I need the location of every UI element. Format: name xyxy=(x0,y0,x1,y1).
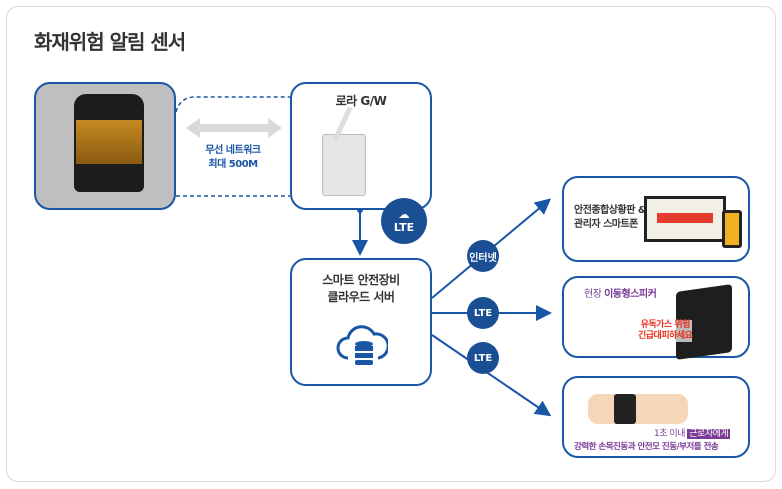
link-badge-internet: 인터넷 xyxy=(467,240,499,272)
wrist-band-image xyxy=(588,394,688,424)
lte-badge: ☁ LTE xyxy=(381,198,427,244)
sensor-photo xyxy=(34,82,176,210)
diagram-frame xyxy=(6,6,776,482)
dashed-link-top xyxy=(175,96,290,113)
link-lte-2 xyxy=(431,334,552,417)
wireless-label: 무선 네트워크 최대 500M xyxy=(205,145,261,170)
gateway-box: 로라 G/W xyxy=(290,82,432,210)
monitor-image xyxy=(644,196,726,242)
output-wearable: 1초 이내 근로자에게 강력한 손목진동과 안전모 진동/부저를 전송 xyxy=(562,376,750,458)
gateway-device xyxy=(322,134,366,196)
server-title: 스마트 안전장비 클라우드 서버 xyxy=(322,273,400,304)
link-badge-lte-1: LTE xyxy=(467,297,499,329)
smartphone-image xyxy=(722,210,742,248)
double-arrow xyxy=(186,118,282,138)
page-title: 화재위험 알림 센서 xyxy=(34,30,186,54)
server-box: 스마트 안전장비 클라우드 서버 xyxy=(290,258,432,386)
gateway-title: 로라 G/W xyxy=(335,94,387,108)
cloud-database-icon xyxy=(336,325,388,365)
link-badge-lte-2: LTE xyxy=(467,342,499,374)
cloud-icon: ☁ xyxy=(398,208,410,221)
output-dashboard: 안전종합상황판 & 관리자 스마트폰 xyxy=(562,176,750,262)
output-speaker: 현장 이동형스피커 유독가스 위험 긴급대피하세요 xyxy=(562,276,750,360)
